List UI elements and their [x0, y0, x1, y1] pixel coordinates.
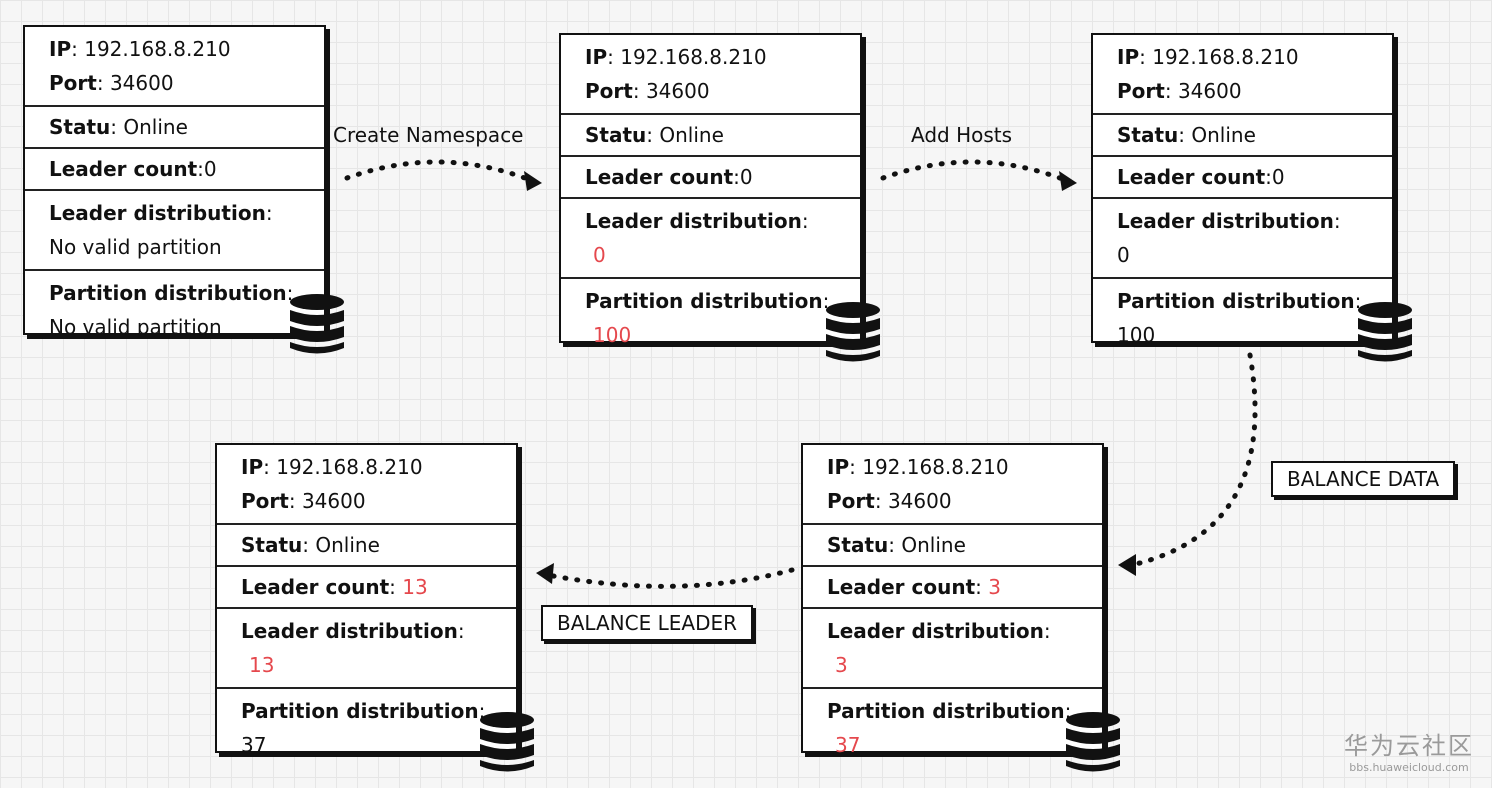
balance-leader-label: BALANCE LEADER — [541, 605, 753, 641]
database-icon — [290, 294, 344, 354]
arrow-balance-data — [1129, 352, 1258, 568]
database-icon — [1066, 712, 1120, 772]
ip-label: IP — [827, 455, 850, 479]
port-label: Port — [49, 71, 97, 95]
status-value: Online — [901, 533, 966, 557]
leader-distribution-label: Leader distribution — [1117, 209, 1334, 233]
leader-distribution-value: 3 — [835, 653, 848, 677]
database-icon — [1358, 302, 1412, 362]
partition-distribution-label: Partition distribution — [827, 699, 1065, 723]
status-label: Statu — [827, 533, 889, 557]
leader-distribution-value: 13 — [249, 653, 275, 677]
watermark-title: 华为云社区 — [1344, 732, 1474, 760]
status-value: Online — [123, 115, 188, 139]
port-label: Port — [827, 489, 875, 513]
ip-value: 192.168.8.210 — [84, 37, 231, 61]
create-namespace-label: Create Namespace — [333, 123, 524, 147]
leader-distribution-value: 0 — [593, 243, 606, 267]
port-value: 34600 — [887, 489, 952, 513]
watermark-url: bbs.huaweicloud.com — [1349, 761, 1469, 774]
leader-count-label: Leader count — [827, 575, 976, 599]
node-card-after-add-hosts: IP: 192.168.8.210 Port: 34600 Statu: Onl… — [1091, 33, 1394, 347]
partition-distribution-label: Partition distribution — [1117, 289, 1355, 313]
leader-distribution-label: Leader distribution — [49, 201, 266, 225]
arrowhead-add-hosts — [1059, 171, 1077, 191]
node-card-after-balance-data: IP: 192.168.8.210 Port: 34600 Statu: Onl… — [801, 443, 1104, 757]
partition-distribution-label: Partition distribution — [49, 281, 287, 305]
add-hosts-label: Add Hosts — [911, 123, 1013, 147]
arrow-add-hosts — [880, 159, 1068, 183]
arrow-balance-leader — [545, 567, 795, 589]
ip-value: 192.168.8.210 — [620, 45, 767, 69]
database-icon — [826, 302, 880, 362]
port-label: Port — [585, 79, 633, 103]
balance-data-label: BALANCE DATA — [1271, 461, 1456, 497]
leader-count-label: Leader count — [241, 575, 390, 599]
ip-label: IP — [585, 45, 608, 69]
leader-distribution-value: 0 — [1117, 243, 1130, 267]
node-card-after-balance-leader: IP: 192.168.8.210 Port: 34600 Statu: Onl… — [215, 443, 518, 757]
status-value: Online — [1191, 123, 1256, 147]
arrowhead-balance-leader — [536, 563, 554, 584]
port-value: 34600 — [109, 71, 174, 95]
partition-distribution-label: Partition distribution — [241, 699, 479, 723]
status-value: Online — [315, 533, 380, 557]
node-card-after-create-namespace: IP: 192.168.8.210 Port: 34600 Statu: Onl… — [559, 33, 862, 347]
partition-distribution-value: 37 — [241, 733, 267, 757]
leader-distribution-label: Leader distribution — [241, 619, 458, 643]
leader-distribution-value: No valid partition — [49, 235, 222, 259]
status-label: Statu — [1117, 123, 1179, 147]
arrowhead-create-namespace — [524, 171, 542, 191]
ip-value: 192.168.8.210 — [276, 455, 423, 479]
arrow-create-namespace — [344, 159, 533, 183]
port-value: 34600 — [1177, 79, 1242, 103]
status-label: Statu — [49, 115, 111, 139]
status-label: Statu — [241, 533, 303, 557]
leader-count-value: 0 — [1271, 165, 1285, 189]
leader-count-value: 0 — [203, 157, 217, 181]
leader-count-value: 3 — [988, 575, 1001, 599]
port-label: Port — [1117, 79, 1165, 103]
arrowhead-balance-data — [1118, 554, 1136, 576]
port-value: 34600 — [301, 489, 366, 513]
watermark: 华为云社区 bbs.huaweicloud.com — [1344, 726, 1474, 774]
database-icon — [480, 712, 534, 772]
partition-distribution-label: Partition distribution — [585, 289, 823, 313]
partition-distribution-value: 37 — [835, 733, 861, 757]
node-card-initial: IP: 192.168.8.210 Port: 34600 Statu: Onl… — [23, 25, 326, 339]
port-label: Port — [241, 489, 289, 513]
leader-count-value: 13 — [402, 575, 428, 599]
port-value: 34600 — [645, 79, 710, 103]
leader-distribution-label: Leader distribution — [585, 209, 802, 233]
partition-distribution-value: 100 — [593, 323, 632, 347]
partition-distribution-value: 100 — [1117, 323, 1156, 347]
leader-count-label: Leader count — [585, 165, 734, 189]
leader-count-value: 0 — [739, 165, 753, 189]
ip-value: 192.168.8.210 — [862, 455, 1009, 479]
ip-label: IP — [241, 455, 264, 479]
status-label: Statu — [585, 123, 647, 147]
leader-count-label: Leader count — [49, 157, 198, 181]
partition-distribution-value: No valid partition — [49, 315, 222, 339]
ip-label: IP — [1117, 45, 1140, 69]
leader-distribution-label: Leader distribution — [827, 619, 1044, 643]
status-value: Online — [659, 123, 724, 147]
ip-label: IP — [49, 37, 72, 61]
ip-value: 192.168.8.210 — [1152, 45, 1299, 69]
leader-count-label: Leader count — [1117, 165, 1266, 189]
